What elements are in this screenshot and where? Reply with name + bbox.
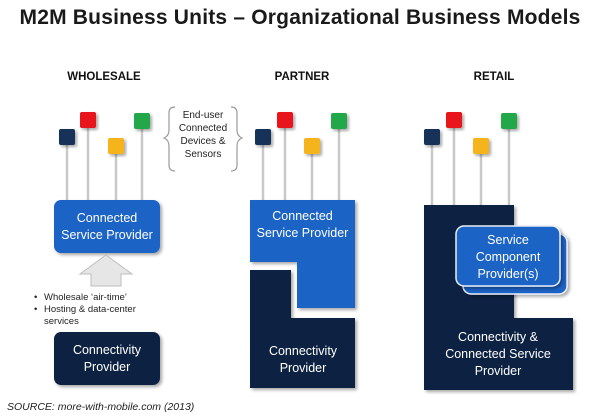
device-square-yellow: [473, 138, 489, 154]
device-square-yellow: [108, 138, 124, 154]
right-bracket: [230, 106, 244, 172]
device-square-navy: [424, 129, 440, 145]
wholesale-devices: [59, 112, 150, 202]
heading-wholesale: WHOLESALE: [67, 71, 141, 83]
retail-component-label: Service Component Provider(s): [475, 233, 541, 281]
left-bracket: [162, 106, 176, 172]
partner-connectivity-label: Connectivity Provider: [268, 344, 338, 375]
device-square-navy: [59, 129, 75, 145]
heading-partner: PARTNER: [274, 71, 330, 83]
device-square-green: [134, 113, 150, 129]
source-caption: SOURCE: more-with-mobile.com (2013): [7, 401, 195, 413]
wholesale-connected-box: [54, 200, 160, 253]
device-square-red: [80, 112, 96, 128]
device-square-yellow: [304, 138, 320, 154]
retail-connectivity-label: Connectivity & Connected Service Provide…: [445, 330, 551, 378]
device-square-navy: [255, 129, 271, 145]
heading-retail: RETAIL: [473, 71, 515, 83]
device-square-green: [331, 113, 347, 129]
device-square-green: [501, 113, 517, 129]
page-title: M2M Business Units – Organizational Busi…: [19, 6, 581, 29]
wholesale-connectivity-label: Connectivity Provider: [72, 343, 142, 374]
arrow-up-icon: [78, 254, 134, 287]
partner-connected-shape: [250, 200, 355, 308]
bullet-item: Wholesale ‘air-time’: [34, 292, 152, 304]
device-square-red: [446, 112, 462, 128]
device-square-red: [277, 112, 293, 128]
bullet-item: Hosting & data-center services: [34, 304, 152, 328]
wholesale-connected-label: Connected Service Provider: [61, 211, 153, 242]
wholesale-services-list: Wholesale ‘air-time’ Hosting & data-cent…: [34, 292, 152, 328]
device-note: End-user Connected Devices & Sensors: [178, 110, 228, 160]
wholesale-connectivity-box: [54, 332, 160, 385]
partner-connectivity-shape: [250, 270, 355, 388]
partner-devices: [255, 112, 347, 202]
partner-connected-label: Connected Service Provider: [256, 209, 349, 240]
retail-component-box-front: [455, 225, 561, 287]
